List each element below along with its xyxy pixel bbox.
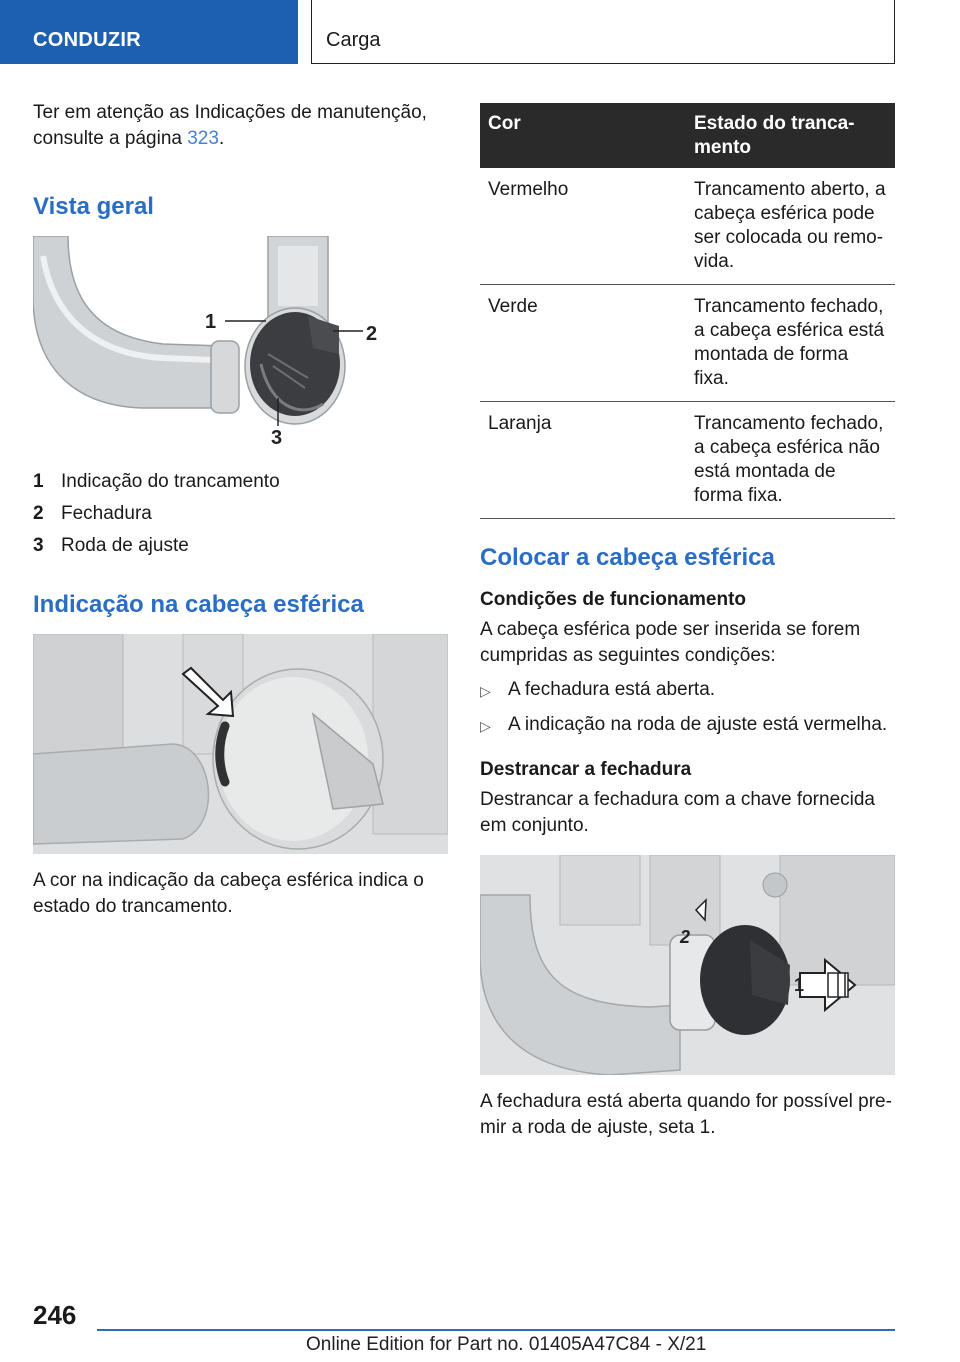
indicator-photo-drawing bbox=[33, 634, 448, 854]
legend-number: 1 bbox=[33, 471, 44, 492]
unlock-text: Destrancar a fechadura com a chave forne… bbox=[480, 789, 875, 836]
callout-1: 1 bbox=[794, 975, 804, 995]
conditions-text: A cabeça esférica pode ser inserida se f… bbox=[480, 619, 861, 666]
legend-label: Indicação do trancamento bbox=[61, 471, 280, 492]
callout-1: 1 bbox=[205, 311, 216, 333]
table-header-row: Cor Estado do tranca‑ mento bbox=[480, 103, 895, 168]
cell-color: Verde bbox=[480, 284, 686, 402]
unlock-heading: Destrancar a fechadura bbox=[480, 759, 692, 780]
cell-state: Trancamento fechado, a cabeça esférica n… bbox=[686, 401, 895, 519]
header-color: Cor bbox=[480, 103, 686, 168]
footer-divider bbox=[97, 1329, 895, 1331]
intro-suffix: . bbox=[218, 128, 225, 149]
indicator-caption: A cor na indicação da cabeça esférica in… bbox=[33, 870, 424, 917]
mount-heading: Colocar a cabeça esférica bbox=[480, 544, 775, 571]
section-tab: CONDUZIR bbox=[0, 0, 298, 64]
list-item: ▷ A fechadura está aberta. bbox=[480, 677, 895, 704]
unlock-photo-drawing: 2 1 bbox=[480, 855, 895, 1075]
page-number: 246 bbox=[33, 1300, 77, 1330]
chapter-title: Carga bbox=[311, 0, 895, 64]
callout-3: 3 bbox=[271, 427, 282, 449]
conditions-list: ▷ A fechadura está aberta. ▷ A indicação… bbox=[480, 677, 895, 739]
cell-color: Laranja bbox=[480, 401, 686, 519]
legend-item: 2 Fechadura bbox=[33, 498, 448, 530]
right-column: Cor Estado do tranca‑ mento Vermelho Tra… bbox=[480, 103, 895, 1141]
bullet-text: A indicação na roda de ajuste está verme… bbox=[508, 714, 888, 735]
triangle-bullet-icon: ▷ bbox=[480, 683, 491, 699]
table-row: Verde Trancamento fechado, a cabeça esfé… bbox=[480, 284, 895, 402]
legend-label: Roda de ajuste bbox=[61, 535, 189, 556]
legend-label: Fechadura bbox=[61, 503, 152, 524]
triangle-bullet-icon: ▷ bbox=[480, 718, 491, 734]
lock-status-table: Cor Estado do tranca‑ mento Vermelho Tra… bbox=[480, 103, 895, 519]
unlock-caption: A fechadura está aberta quando for possí… bbox=[480, 1091, 892, 1138]
page-reference-link[interactable]: 323 bbox=[187, 128, 219, 149]
table-row: Laranja Trancamento fechado, a cabeça es… bbox=[480, 401, 895, 519]
table-row: Vermelho Trancamento aberto, a cabeça es… bbox=[480, 168, 895, 285]
left-column: Ter em atenção as Indicações de manutenç… bbox=[33, 100, 448, 920]
legend-list: 1 Indicação do trancamento 2 Fechadura 3… bbox=[33, 466, 448, 562]
bullet-text: A fechadura está aberta. bbox=[508, 679, 716, 700]
footer-edition: Online Edition for Part no. 01405A47C84 … bbox=[306, 1334, 707, 1355]
legend-number: 3 bbox=[33, 535, 44, 556]
overview-illustration: 1 2 3 bbox=[33, 236, 448, 454]
indicator-heading: Indicação na cabeça esférica bbox=[33, 591, 364, 618]
unlock-illustration: 2 1 bbox=[480, 855, 895, 1075]
intro-paragraph: Ter em atenção as Indicações de manutenç… bbox=[33, 100, 448, 152]
cell-state: Trancamento aberto, a cabeça esférica po… bbox=[686, 168, 895, 285]
indicator-illustration bbox=[33, 634, 448, 854]
cell-state: Trancamento fechado, a cabeça esférica e… bbox=[686, 284, 895, 402]
ball-head-overview-drawing: 1 2 3 bbox=[33, 236, 377, 449]
cell-color: Vermelho bbox=[480, 168, 686, 285]
header-state: Estado do tranca‑ mento bbox=[686, 103, 895, 168]
conditions-heading: Condições de funcionamento bbox=[480, 589, 747, 610]
overview-heading: Vista geral bbox=[33, 193, 154, 220]
callout-2: 2 bbox=[366, 323, 377, 345]
legend-item: 1 Indicação do trancamento bbox=[33, 466, 448, 498]
legend-item: 3 Roda de ajuste bbox=[33, 530, 448, 562]
callout-2: 2 bbox=[679, 927, 690, 947]
legend-number: 2 bbox=[33, 503, 44, 524]
intro-text: Ter em atenção as Indicações de manutenç… bbox=[33, 102, 427, 149]
list-item: ▷ A indicação na roda de ajuste está ver… bbox=[480, 712, 895, 739]
